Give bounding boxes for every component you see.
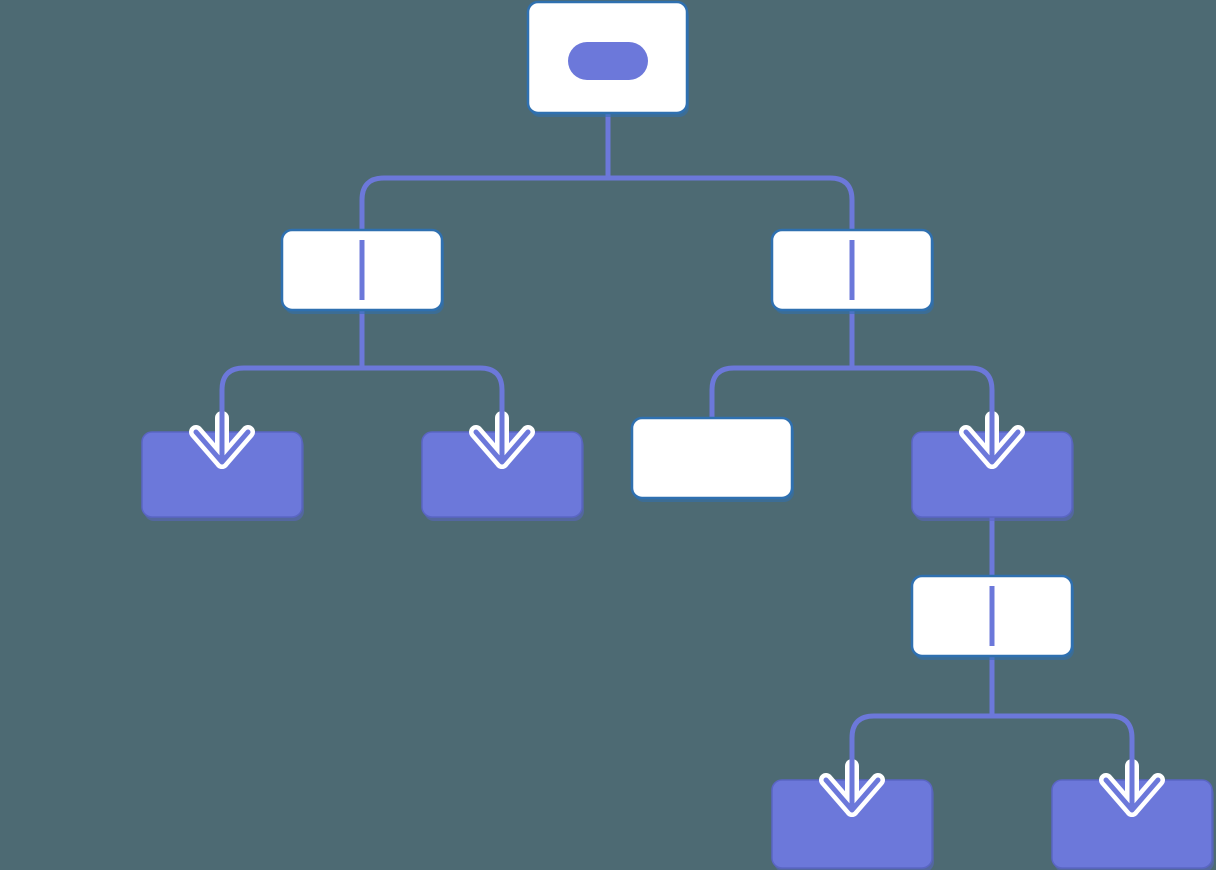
arrowhead-leaf-left [819,754,885,817]
connector-root-to-level2-right [608,175,855,310]
root-pill-badge[interactable] [568,42,648,80]
arrowhead-layer [189,406,1165,817]
level3-white-leaf-node[interactable] [630,416,794,502]
arrowhead-chevron [193,429,251,465]
connector-level2-right-to-branch [852,365,995,440]
arrowhead-chevron [473,429,531,465]
arrowhead-leaf-a [189,406,255,469]
level3-branch-node[interactable] [911,431,1074,521]
arrowhead-leaf-right [1099,754,1165,817]
arrowhead-chevron [963,429,1021,465]
arrowhead-leaf-b [469,406,535,469]
level3-leaf-b-node[interactable] [421,431,584,521]
node-body[interactable] [630,416,794,500]
connector-level4-to-leaf-right [992,713,1135,788]
connector-level4-to-leaf-left [849,713,992,788]
level3-leaf-a-node[interactable] [141,431,304,521]
connector-level2-left-to-leaf-b [362,365,505,440]
arrowhead-chevron [823,777,881,813]
arrowhead-chevron [1103,777,1161,813]
arrowhead-branch [959,406,1025,469]
connector-root-to-level2-left [359,175,608,310]
level5-leaf-right-node[interactable] [1051,779,1214,870]
root-node[interactable] [526,0,689,117]
connector-level2-left-to-leaf-a [219,365,362,440]
level5-leaf-left-node[interactable] [771,779,934,870]
connector-level2-right-to-white-leaf [709,365,852,418]
through-line-layer [359,240,995,646]
